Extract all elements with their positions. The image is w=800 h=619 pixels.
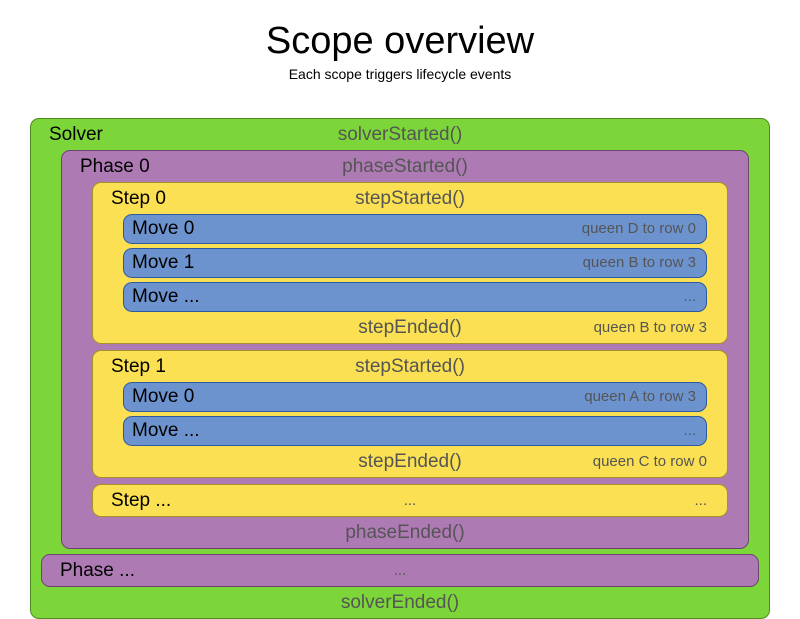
step-ellipsis-row: Step ... ... ... bbox=[103, 485, 717, 516]
move-item[interactable]: Move 0 queen D to row 0 bbox=[123, 214, 707, 244]
phase-0-header-row: Phase 0 phaseStarted() bbox=[72, 151, 738, 182]
step-1-ended-detail: queen C to row 0 bbox=[592, 453, 707, 470]
step-0-move-0-row: Move 0 queen D to row 0 bbox=[124, 215, 706, 243]
step-0-footer-row: stepEnded() queen B to row 3 bbox=[103, 312, 717, 343]
phase-0-started-event: phaseStarted() bbox=[342, 156, 468, 177]
move-label: Move ... bbox=[132, 420, 200, 441]
step-0-move-1-row: Move 1 queen B to row 3 bbox=[124, 249, 706, 277]
solver-label: Solver bbox=[49, 124, 103, 145]
solver-footer-row: solverEnded() bbox=[41, 587, 759, 618]
step-0-header-row: Step 0 stepStarted() bbox=[103, 183, 717, 214]
step-1-move-0-row: Move 0 queen A to row 3 bbox=[124, 383, 706, 411]
move-detail: queen D to row 0 bbox=[581, 220, 696, 237]
page-header: Scope overview Each scope triggers lifec… bbox=[0, 0, 800, 82]
phase-0-ended-event: phaseEnded() bbox=[345, 522, 465, 543]
step-0-label: Step 0 bbox=[111, 188, 166, 209]
solver-header-row: Solver solverStarted() bbox=[41, 119, 759, 150]
step-0-started-event: stepStarted() bbox=[355, 188, 465, 209]
move-label: Move 1 bbox=[132, 252, 195, 273]
phase-ellipsis-label: Phase ... bbox=[60, 560, 135, 581]
step-0-scope[interactable]: Step 0 stepStarted() Move 0 queen D to r… bbox=[92, 182, 728, 344]
move-item[interactable]: Move ... ... bbox=[123, 282, 707, 312]
step-1-move-ellipsis-row: Move ... ... bbox=[124, 417, 706, 445]
move-label: Move 0 bbox=[132, 218, 195, 239]
move-label: Move ... bbox=[132, 286, 200, 307]
step-1-started-event: stepStarted() bbox=[355, 356, 465, 377]
phase-ellipsis-row: Phase ... ... bbox=[52, 555, 748, 586]
move-detail: ... bbox=[683, 422, 696, 439]
phase-0-label: Phase 0 bbox=[80, 156, 150, 177]
move-detail: queen A to row 3 bbox=[584, 388, 696, 405]
solver-ended-event: solverEnded() bbox=[340, 592, 460, 613]
move-item[interactable]: Move 1 queen B to row 3 bbox=[123, 248, 707, 278]
phase-ellipsis-center: ... bbox=[393, 562, 407, 579]
phase-0-footer-row: phaseEnded() bbox=[72, 517, 738, 548]
solver-scope[interactable]: Solver solverStarted() Phase 0 phaseStar… bbox=[30, 118, 770, 619]
step-ellipsis-center: ... bbox=[403, 492, 417, 509]
step-1-move-list: Move 0 queen A to row 3 Move ... ... bbox=[123, 382, 707, 446]
move-item[interactable]: Move ... ... bbox=[123, 416, 707, 446]
step-0-ended-detail: queen B to row 3 bbox=[593, 319, 707, 336]
solver-started-event: solverStarted() bbox=[337, 124, 463, 145]
step-1-footer-row: stepEnded() queen C to row 0 bbox=[103, 446, 717, 477]
phase-ellipsis-scope[interactable]: Phase ... ... bbox=[41, 554, 759, 587]
move-detail: ... bbox=[683, 288, 696, 305]
phase-0-scope[interactable]: Phase 0 phaseStarted() Step 0 stepStarte… bbox=[61, 150, 749, 549]
step-1-scope[interactable]: Step 1 stepStarted() Move 0 queen A to r… bbox=[92, 350, 728, 478]
step-1-header-row: Step 1 stepStarted() bbox=[103, 351, 717, 382]
scope-diagram: Solver solverStarted() Phase 0 phaseStar… bbox=[30, 118, 770, 619]
step-0-move-list: Move 0 queen D to row 0 Move 1 queen B t… bbox=[123, 214, 707, 312]
page-subtitle: Each scope triggers lifecycle events bbox=[288, 65, 512, 82]
move-label: Move 0 bbox=[132, 386, 195, 407]
step-1-label: Step 1 bbox=[111, 356, 166, 377]
step-ellipsis-label: Step ... bbox=[111, 490, 172, 511]
page-title: Scope overview bbox=[265, 20, 535, 62]
step-0-move-ellipsis-row: Move ... ... bbox=[124, 283, 706, 311]
step-ellipsis-scope[interactable]: Step ... ... ... bbox=[92, 484, 728, 517]
move-detail: queen B to row 3 bbox=[582, 254, 696, 271]
step-ellipsis-detail: ... bbox=[694, 492, 707, 509]
move-item[interactable]: Move 0 queen A to row 3 bbox=[123, 382, 707, 412]
